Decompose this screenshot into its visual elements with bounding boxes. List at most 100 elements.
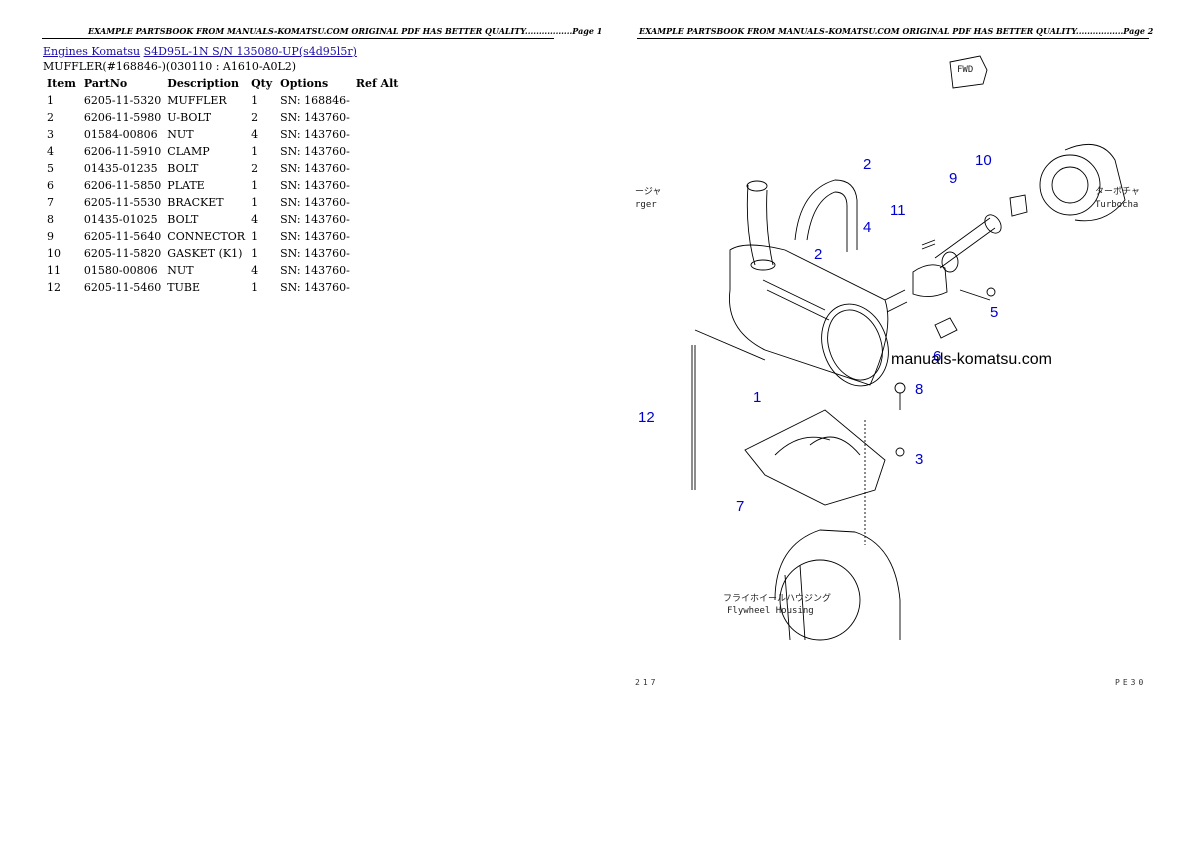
cell-qty: 1 xyxy=(251,93,259,107)
cell-qty: 4 xyxy=(251,127,259,141)
tube-ring xyxy=(941,251,959,273)
turbocharger-inner xyxy=(1051,166,1089,204)
cell-item: 10 xyxy=(47,246,61,260)
cell-partno: 6205-11-5820 xyxy=(83,246,162,260)
column-header-options: Options xyxy=(280,77,329,90)
callout-1: 1 xyxy=(753,389,761,406)
bolt-8-head xyxy=(894,382,906,394)
diagram-linework xyxy=(691,55,1126,641)
muffler-end-ring xyxy=(827,309,883,381)
callout-10: 10 xyxy=(975,152,992,169)
muffler-body xyxy=(728,244,889,386)
bolt-5-head xyxy=(986,287,996,297)
cell-refalt xyxy=(352,143,403,160)
cell-qty: 4 xyxy=(251,263,259,277)
page-code-right: PE30 xyxy=(1115,678,1147,687)
left-label-jp: ージャ xyxy=(635,187,661,197)
flywheel-label-en: Flywheel Housing xyxy=(727,606,814,616)
cell-qty: 1 xyxy=(251,178,259,192)
cell-item: 5 xyxy=(47,161,54,175)
fwd-label: FWD xyxy=(957,65,973,75)
cell-partno: 6206-11-5850 xyxy=(83,178,162,192)
muffler-band xyxy=(762,279,830,321)
cell-options: SN: 143760- xyxy=(280,246,350,260)
page-code-left: 217 xyxy=(635,678,659,687)
cell-refalt xyxy=(352,228,403,245)
cell-options: SN: 143760- xyxy=(280,263,350,277)
leader-tube-12 xyxy=(694,329,766,361)
cell-qty: 2 xyxy=(251,161,259,175)
cell-refalt xyxy=(352,177,403,194)
cell-description: MUFFLER xyxy=(167,93,227,107)
cell-description: NUT xyxy=(167,127,194,141)
callout-4: 4 xyxy=(863,219,871,236)
exploded-parts-diagram: 1 2 2 3 4 5 6 7 8 9 10 11 12 manuals-kom… xyxy=(635,55,1140,641)
breadcrumb-link-model[interactable]: S4D95L-1N S/N 135080-UP(s4d95l5r) xyxy=(143,45,357,58)
cell-options: SN: 168846- xyxy=(280,93,350,107)
cell-description: TUBE xyxy=(167,280,201,294)
clamp xyxy=(912,264,948,297)
cell-options: SN: 143760- xyxy=(280,229,350,243)
cell-refalt xyxy=(352,92,403,109)
cell-partno: 6205-11-5460 xyxy=(83,280,162,294)
header-rule xyxy=(637,38,1149,39)
cell-options: SN: 143760- xyxy=(280,144,350,158)
callout-5: 5 xyxy=(990,304,998,321)
cell-description: BOLT xyxy=(167,212,199,226)
cell-description: GASKET (K1) xyxy=(167,246,243,260)
tube-flange xyxy=(984,214,1002,234)
leader-bolt-5 xyxy=(959,289,991,301)
cell-options: SN: 143760- xyxy=(280,280,350,294)
cell-qty: 4 xyxy=(251,212,259,226)
table-header-row: Item PartNo Description Qty Options Ref … xyxy=(43,76,402,92)
cell-item: 7 xyxy=(47,195,54,209)
diagram-page: EXAMPLE PARTSBOOK FROM MANUALS-KOMATSU.C… xyxy=(595,0,1190,842)
cell-qty: 1 xyxy=(251,144,259,158)
flywheel-housing-bore xyxy=(779,559,861,641)
cell-description: BOLT xyxy=(167,161,199,175)
cell-refalt xyxy=(352,194,403,211)
cell-partno: 6205-11-5530 xyxy=(83,195,162,209)
cell-qty: 1 xyxy=(251,229,259,243)
cell-options: SN: 143760- xyxy=(280,161,350,175)
cell-qty: 2 xyxy=(251,110,259,124)
callout-12: 12 xyxy=(638,409,655,426)
callout-11: 11 xyxy=(890,202,906,219)
breadcrumb: Engines Komatsu S4D95L-1N S/N 135080-UP(… xyxy=(43,45,357,58)
cell-refalt xyxy=(352,126,403,143)
bracket-saddles xyxy=(774,436,861,456)
flywheel-ribs xyxy=(784,564,806,641)
parts-list-page: EXAMPLE PARTSBOOK FROM MANUALS-KOMATSU.C… xyxy=(42,26,602,296)
bracket xyxy=(744,409,886,506)
column-header-qty: Qty xyxy=(251,77,273,90)
cell-qty: 1 xyxy=(251,195,259,209)
callout-6: 6 xyxy=(933,348,941,365)
cell-description: CONNECTOR xyxy=(167,229,246,243)
muffler-stack-base xyxy=(750,259,776,271)
callout-3: 3 xyxy=(915,451,923,468)
cell-partno: 6206-11-5910 xyxy=(83,144,162,158)
cell-qty: 1 xyxy=(251,246,259,260)
cell-refalt xyxy=(352,262,403,279)
breadcrumb-link-engines[interactable]: Engines Komatsu xyxy=(43,45,141,58)
cell-options: SN: 143760- xyxy=(280,212,350,226)
cell-options: SN: 143760- xyxy=(280,110,350,124)
drain-tube xyxy=(691,345,696,490)
turbocharger-label-jp: ターボチャ xyxy=(1095,186,1140,197)
callout-2: 2 xyxy=(863,156,871,173)
cell-refalt xyxy=(352,160,403,177)
turbocharger-housing xyxy=(1039,154,1101,216)
turbocharger-label-en: Turbocha xyxy=(1095,200,1138,210)
cell-refalt xyxy=(352,279,403,296)
callout-8: 8 xyxy=(915,381,923,398)
cell-item: 1 xyxy=(47,93,54,107)
